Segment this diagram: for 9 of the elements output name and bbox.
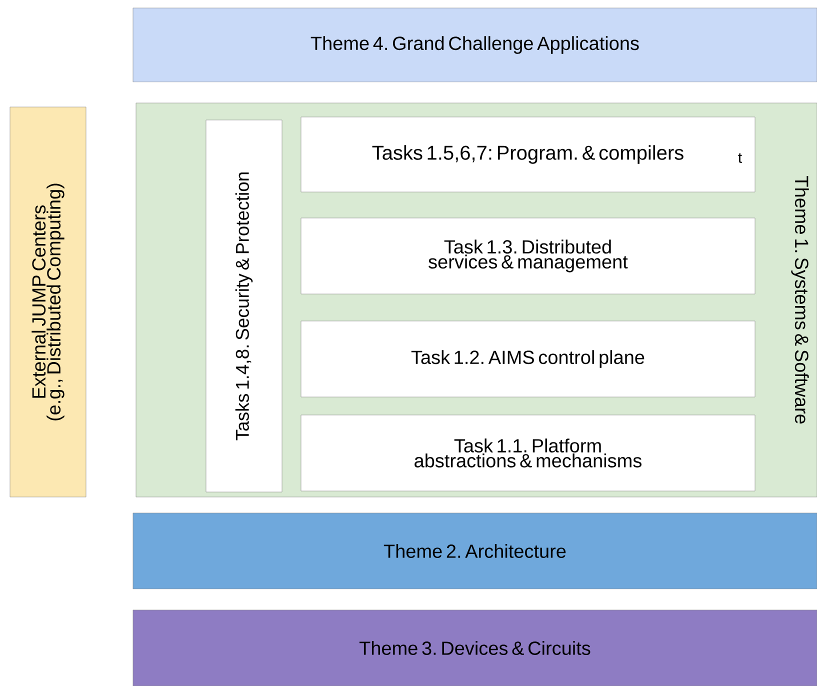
theme-band: Theme 2. Architecture <box>132 512 817 590</box>
task-box: Task 1.2. AIMS control plane <box>300 320 756 398</box>
theme-band: Theme 4. Grand Challenge Applications <box>132 8 817 82</box>
task-box: Task 1.1. Platform abstractions & mechanisms <box>300 414 756 492</box>
text-fragment: t <box>738 153 742 163</box>
side-box: External JUMP Centers (e.g., Distributed Computing) <box>10 106 86 498</box>
theme-band: Theme 3. Devices & Circuits <box>132 610 817 686</box>
task-box: Tasks 1.4,8. Security & Protection <box>206 120 282 492</box>
task-box: Task 1.3. Distributed services & management <box>300 218 756 294</box>
